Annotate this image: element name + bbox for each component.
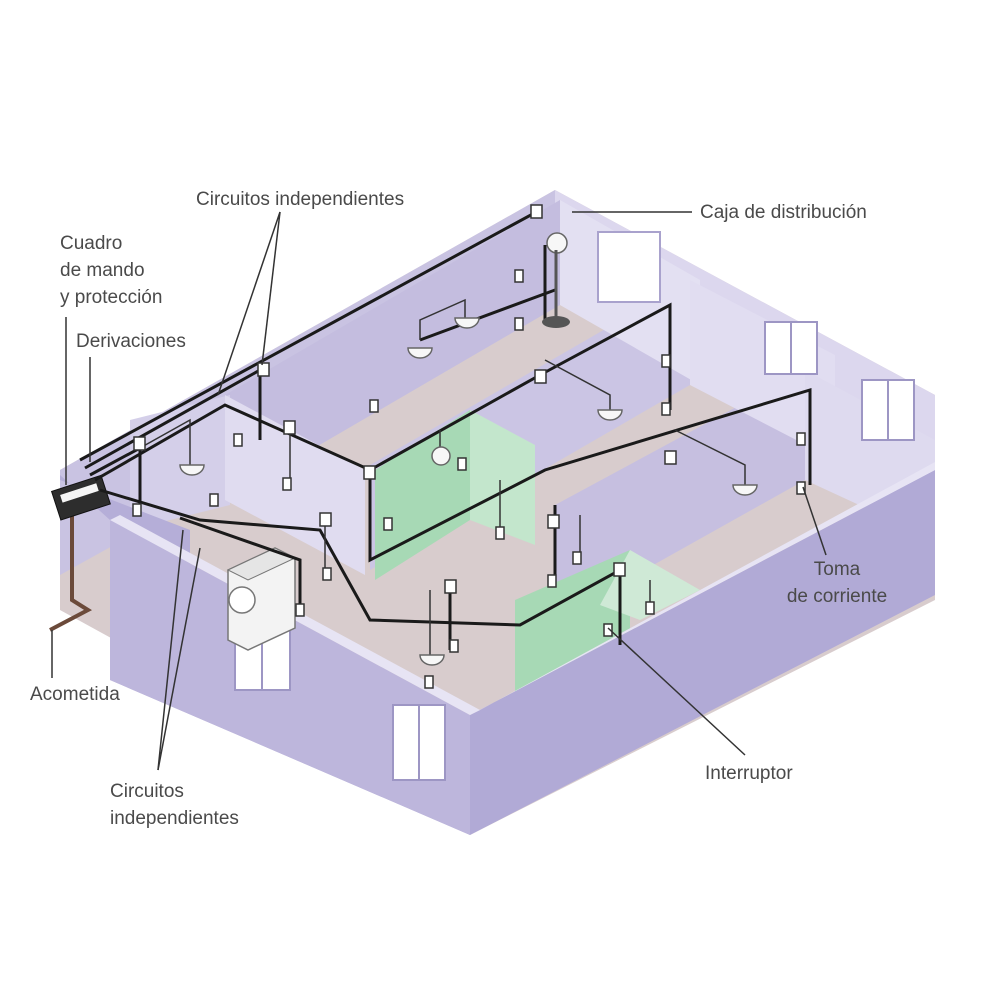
label-interruptor: Interruptor <box>705 763 793 784</box>
label-cuadro-de-mando: Cuadro de mando y protección <box>60 233 163 308</box>
interior-wall-1 <box>225 200 560 500</box>
switches-outlets <box>132 269 806 689</box>
label-toma-de-corriente: Toma de corriente <box>786 559 888 607</box>
ceiling-lamps <box>179 232 758 666</box>
acometida-cable <box>49 510 93 632</box>
leader-lines <box>51 211 827 771</box>
bathroom-wall-3 <box>515 550 630 700</box>
label-circuitos-independientes-bottom: Circuitos independientes <box>110 781 239 829</box>
label-circuitos-independientes-top: Circuitos independientes <box>196 189 405 210</box>
floor-lamp-base <box>542 316 570 328</box>
label-caja-de-distribucion: Caja de distribución <box>700 202 867 223</box>
label-acometida: Acometida <box>30 684 120 705</box>
thin-wiring <box>139 298 746 655</box>
front-right-wall <box>470 470 935 835</box>
bathroom-wall-2 <box>470 410 535 545</box>
label-derivaciones: Derivaciones <box>76 331 186 352</box>
door-opening <box>597 231 661 303</box>
junction-boxes <box>133 204 677 594</box>
side-wall-c <box>690 280 835 460</box>
